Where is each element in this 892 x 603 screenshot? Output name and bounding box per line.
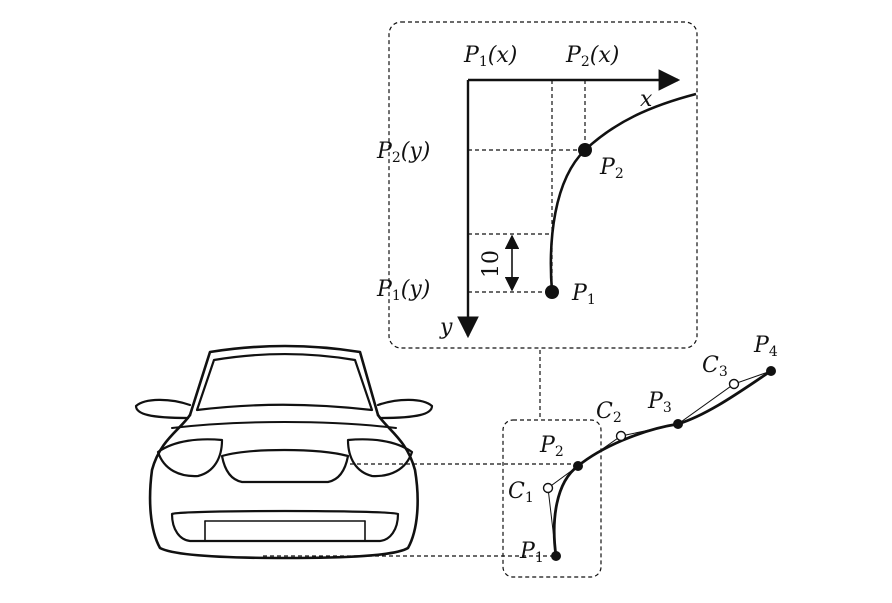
right-headlight [346, 438, 414, 478]
control-point-c3 [728, 378, 740, 390]
p2x-label: P2(x) [565, 43, 619, 70]
lower-intake [170, 509, 400, 543]
p1x-label: P1(x) [463, 43, 517, 70]
inset-point-p1 [545, 285, 559, 299]
inset-point-p2-label: P2 [599, 155, 624, 182]
grille [220, 448, 350, 484]
lane-label-p4: P4 [753, 333, 778, 360]
lane-label-p1: P1 [519, 539, 544, 566]
car-windshield [195, 352, 374, 412]
x-axis-label: x [640, 87, 653, 112]
lane-label-p2: P2 [539, 433, 564, 460]
lane-point-p4 [766, 366, 776, 376]
inset-point-p1-label: P1 [571, 281, 596, 308]
p1y-label: P1(y) [376, 277, 430, 304]
lane-label-c1: C1 [508, 479, 534, 506]
y-axis-label: y [439, 315, 453, 340]
lane-point-p3 [673, 419, 683, 429]
lane-point-p2 [573, 461, 583, 471]
lane-curve: P1 P2 P3 P4 C1 C2 C3 [502, 333, 778, 578]
inset-panel: x y P1(x) P2(x) P2(y) P1(y) 10 P2 P1 [376, 21, 698, 349]
control-point-c2 [615, 430, 627, 442]
car-front-view [134, 344, 434, 560]
car-roof [188, 344, 380, 417]
hood-line [171, 421, 397, 429]
car-body [148, 413, 419, 560]
inset-point-p2 [578, 143, 592, 157]
lane-label-p3: P3 [647, 389, 672, 416]
right-mirror [376, 398, 434, 420]
lane-label-c3: C3 [702, 353, 728, 380]
left-headlight [156, 438, 224, 478]
lane-point-p1 [551, 551, 561, 561]
zoom-box [502, 419, 602, 578]
inset-frame [388, 21, 698, 349]
control-point-c1 [542, 482, 554, 494]
lane-label-c2: C2 [596, 399, 622, 426]
spacing-label: 10 [479, 250, 504, 278]
left-mirror [134, 398, 192, 420]
p2y-label: P2(y) [376, 139, 430, 166]
inset-curve [549, 92, 697, 293]
